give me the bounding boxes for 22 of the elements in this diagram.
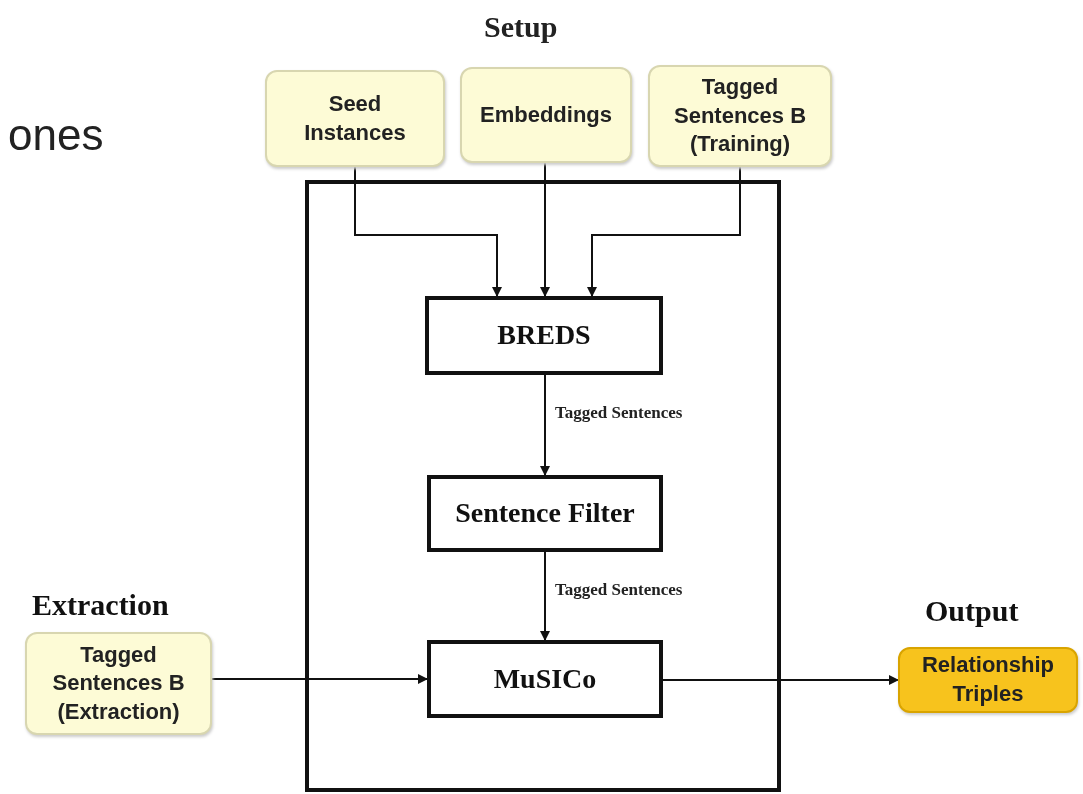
section-heading: Setup [484,10,558,44]
arrow [540,374,550,476]
input-box: Tagged Sentences B (Training) [648,65,832,167]
arrow [540,551,550,641]
process-box: BREDS [425,296,663,375]
arrow [587,166,741,297]
arrow [211,674,428,684]
section-heading: Output [925,594,1019,628]
output-box: Relationship Triples [898,647,1078,713]
system-frame [305,180,781,792]
edge-label: Tagged Sentences [553,580,685,600]
input-box: Embeddings [460,67,632,163]
input-box: Seed Instances [265,70,445,167]
arrow [662,675,899,685]
process-box: Sentence Filter [427,475,663,552]
input-box: Tagged Sentences B (Extraction) [25,632,212,735]
section-heading: Extraction [32,588,169,622]
arrow [354,166,502,297]
process-box: MuSICo [427,640,663,718]
edge-label: Tagged Sentences [553,403,685,423]
partial-text: ones [8,110,104,160]
arrow [540,162,550,297]
